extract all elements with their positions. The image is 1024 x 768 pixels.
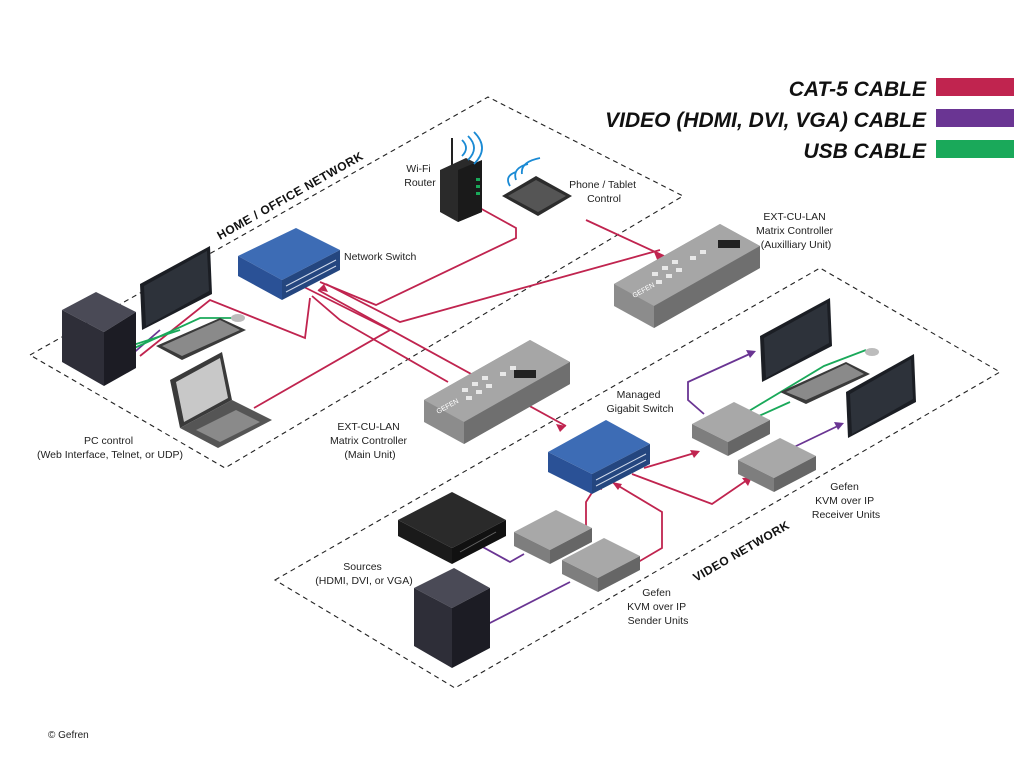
laptop	[170, 352, 272, 448]
video-cable-rx1-monitor	[687, 351, 755, 415]
cable-managed-rx1	[643, 451, 699, 469]
usb-cable-rx1-keyboard	[743, 349, 867, 415]
network-switch	[238, 228, 340, 300]
home-office-zone-label: HOME / OFFICE NETWORK	[215, 149, 366, 243]
pc-mouse	[231, 314, 245, 322]
video-network-zone	[273, 267, 1002, 689]
aux-controller-label: EXT-CU-LAN Matrix Controller (Auxilliary…	[756, 211, 836, 251]
wifi-signal-icon	[461, 131, 483, 165]
pc-keyboard	[156, 318, 246, 360]
receiver-units-label: Gefen KVM over IP Receiver Units	[812, 481, 880, 521]
legend-swatch-cat5	[936, 78, 1014, 96]
main-controller-label: EXT-CU-LAN Matrix Controller (Main Unit)	[330, 421, 410, 461]
phone-tablet-label: Phone / Tablet Control	[569, 179, 639, 205]
main-matrix-controller: GEFEN	[424, 340, 570, 444]
cable-managed-rx2	[631, 473, 751, 506]
legend-swatch-video	[936, 109, 1014, 127]
managed-switch-label: Managed Gigabit Switch	[606, 389, 673, 415]
aux-matrix-controller: GEFEN	[614, 224, 760, 328]
video-network-zone-label: VIDEO NETWORK	[691, 518, 793, 585]
cable-switch-aux	[325, 249, 661, 323]
source-pc-tower	[414, 568, 490, 668]
receiver-keyboard	[780, 362, 870, 404]
copyright-text: © Gefren	[48, 730, 89, 741]
legend-swatch-usb	[936, 140, 1014, 158]
receiver-mouse	[865, 348, 879, 356]
video-cable-rx2-monitor	[791, 423, 843, 449]
legend-label-video: VIDEO (HDMI, DVI, VGA) CABLE	[605, 109, 927, 132]
cable-router-switch	[319, 206, 517, 306]
sender-units-label: Gefen KVM over IP Sender Units	[627, 587, 689, 627]
cable-phone-aux-controller	[585, 219, 665, 257]
receiver-unit-2	[738, 438, 816, 492]
cable-pc-switch	[139, 297, 311, 357]
cable-main-managed	[311, 295, 449, 383]
home-office-zone	[28, 96, 685, 469]
video-arrows	[746, 350, 844, 430]
wifi-router-label: Wi-Fi Router	[404, 163, 436, 189]
pc-tower	[62, 292, 136, 386]
sender-unit-2	[562, 538, 640, 592]
tablet-device	[502, 157, 572, 216]
legend-label-usb: USB CABLE	[803, 140, 926, 163]
legend: CAT-5 CABLE VIDEO (HDMI, DVI, VGA) CABLE…	[605, 78, 1014, 163]
wifi-router	[440, 131, 483, 222]
network-switch-label: Network Switch	[344, 251, 417, 263]
pc-monitor	[140, 246, 212, 330]
managed-gigabit-switch	[548, 420, 650, 494]
video-cable-pc-tx2	[483, 581, 571, 627]
usb-cable-pc-mouse	[129, 329, 181, 347]
receiver-unit-1	[692, 402, 770, 456]
sender-unit-1	[514, 510, 592, 564]
tablet-signal-icon	[507, 157, 541, 187]
legend-label-cat5: CAT-5 CABLE	[789, 78, 927, 101]
receiver-monitor-1	[760, 298, 832, 382]
cable-managed-tx2	[611, 481, 663, 569]
receiver-monitor-2	[846, 354, 916, 438]
source-player	[398, 492, 506, 564]
sources-label: Sources (HDMI, DVI, or VGA)	[315, 561, 412, 587]
pc-control-label: PC control (Web Interface, Telnet, or UD…	[37, 435, 183, 461]
